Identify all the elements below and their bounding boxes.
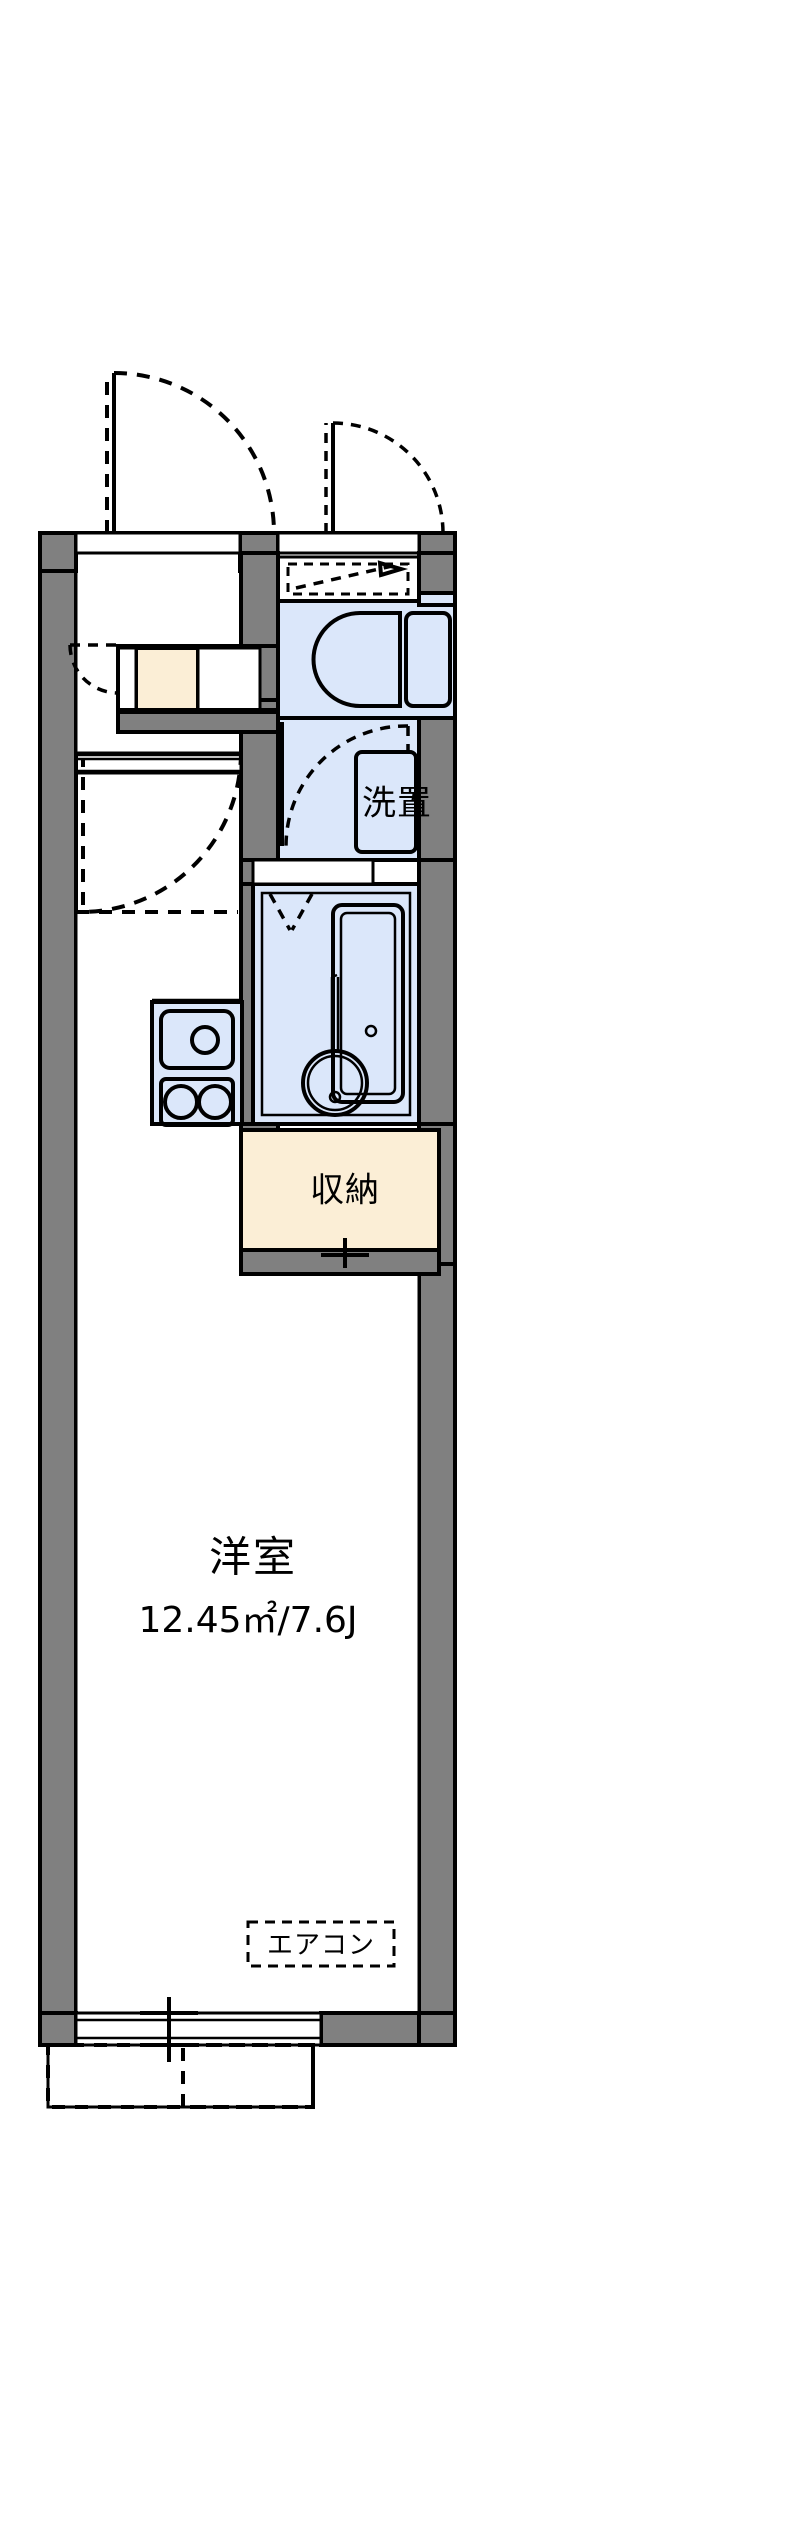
- kitchen-area: [150, 998, 244, 1127]
- entrance-door-swing: [105, 371, 276, 534]
- laundry-pan-final: [354, 750, 418, 854]
- entrance-step: [68, 643, 280, 734]
- balcony-sliding-door: [46, 2043, 315, 2109]
- toilet-bowl: [311, 611, 402, 708]
- room-door-swing: [74, 751, 243, 914]
- bath-doorway: [251, 858, 375, 886]
- toilet-tank: [404, 611, 452, 708]
- bath-floor: [251, 882, 421, 1126]
- toilet-fixture: [311, 611, 452, 708]
- bathroom-area: [239, 858, 457, 1126]
- aircon-marker: エアコン: [246, 1920, 396, 1968]
- entrance-tatami: [134, 646, 200, 712]
- hall-partition: [74, 751, 243, 775]
- wash-basin: [301, 1049, 369, 1117]
- toilet-doorway: [276, 531, 421, 555]
- entrance-doorway: [74, 531, 242, 555]
- storage-floor: [239, 1128, 441, 1252]
- entrance-step-frame: [116, 644, 280, 714]
- balcony-opening: [74, 2011, 323, 2047]
- bottom-right-wall: [417, 2011, 457, 2047]
- main-room-label: 洋室: [209, 1533, 297, 1582]
- kitchen-sink: [159, 1009, 235, 1070]
- laundry-label: 洗置: [362, 784, 432, 824]
- storage-area: 収納: [239, 1122, 457, 1276]
- toilet-door-swing: [324, 421, 445, 534]
- main-room-area: 12.45㎡/7.6J: [138, 1599, 357, 1641]
- shoe-box: [276, 555, 421, 603]
- aircon-label: エアコン: [267, 1931, 375, 1961]
- storage-label: 収納: [310, 1171, 380, 1211]
